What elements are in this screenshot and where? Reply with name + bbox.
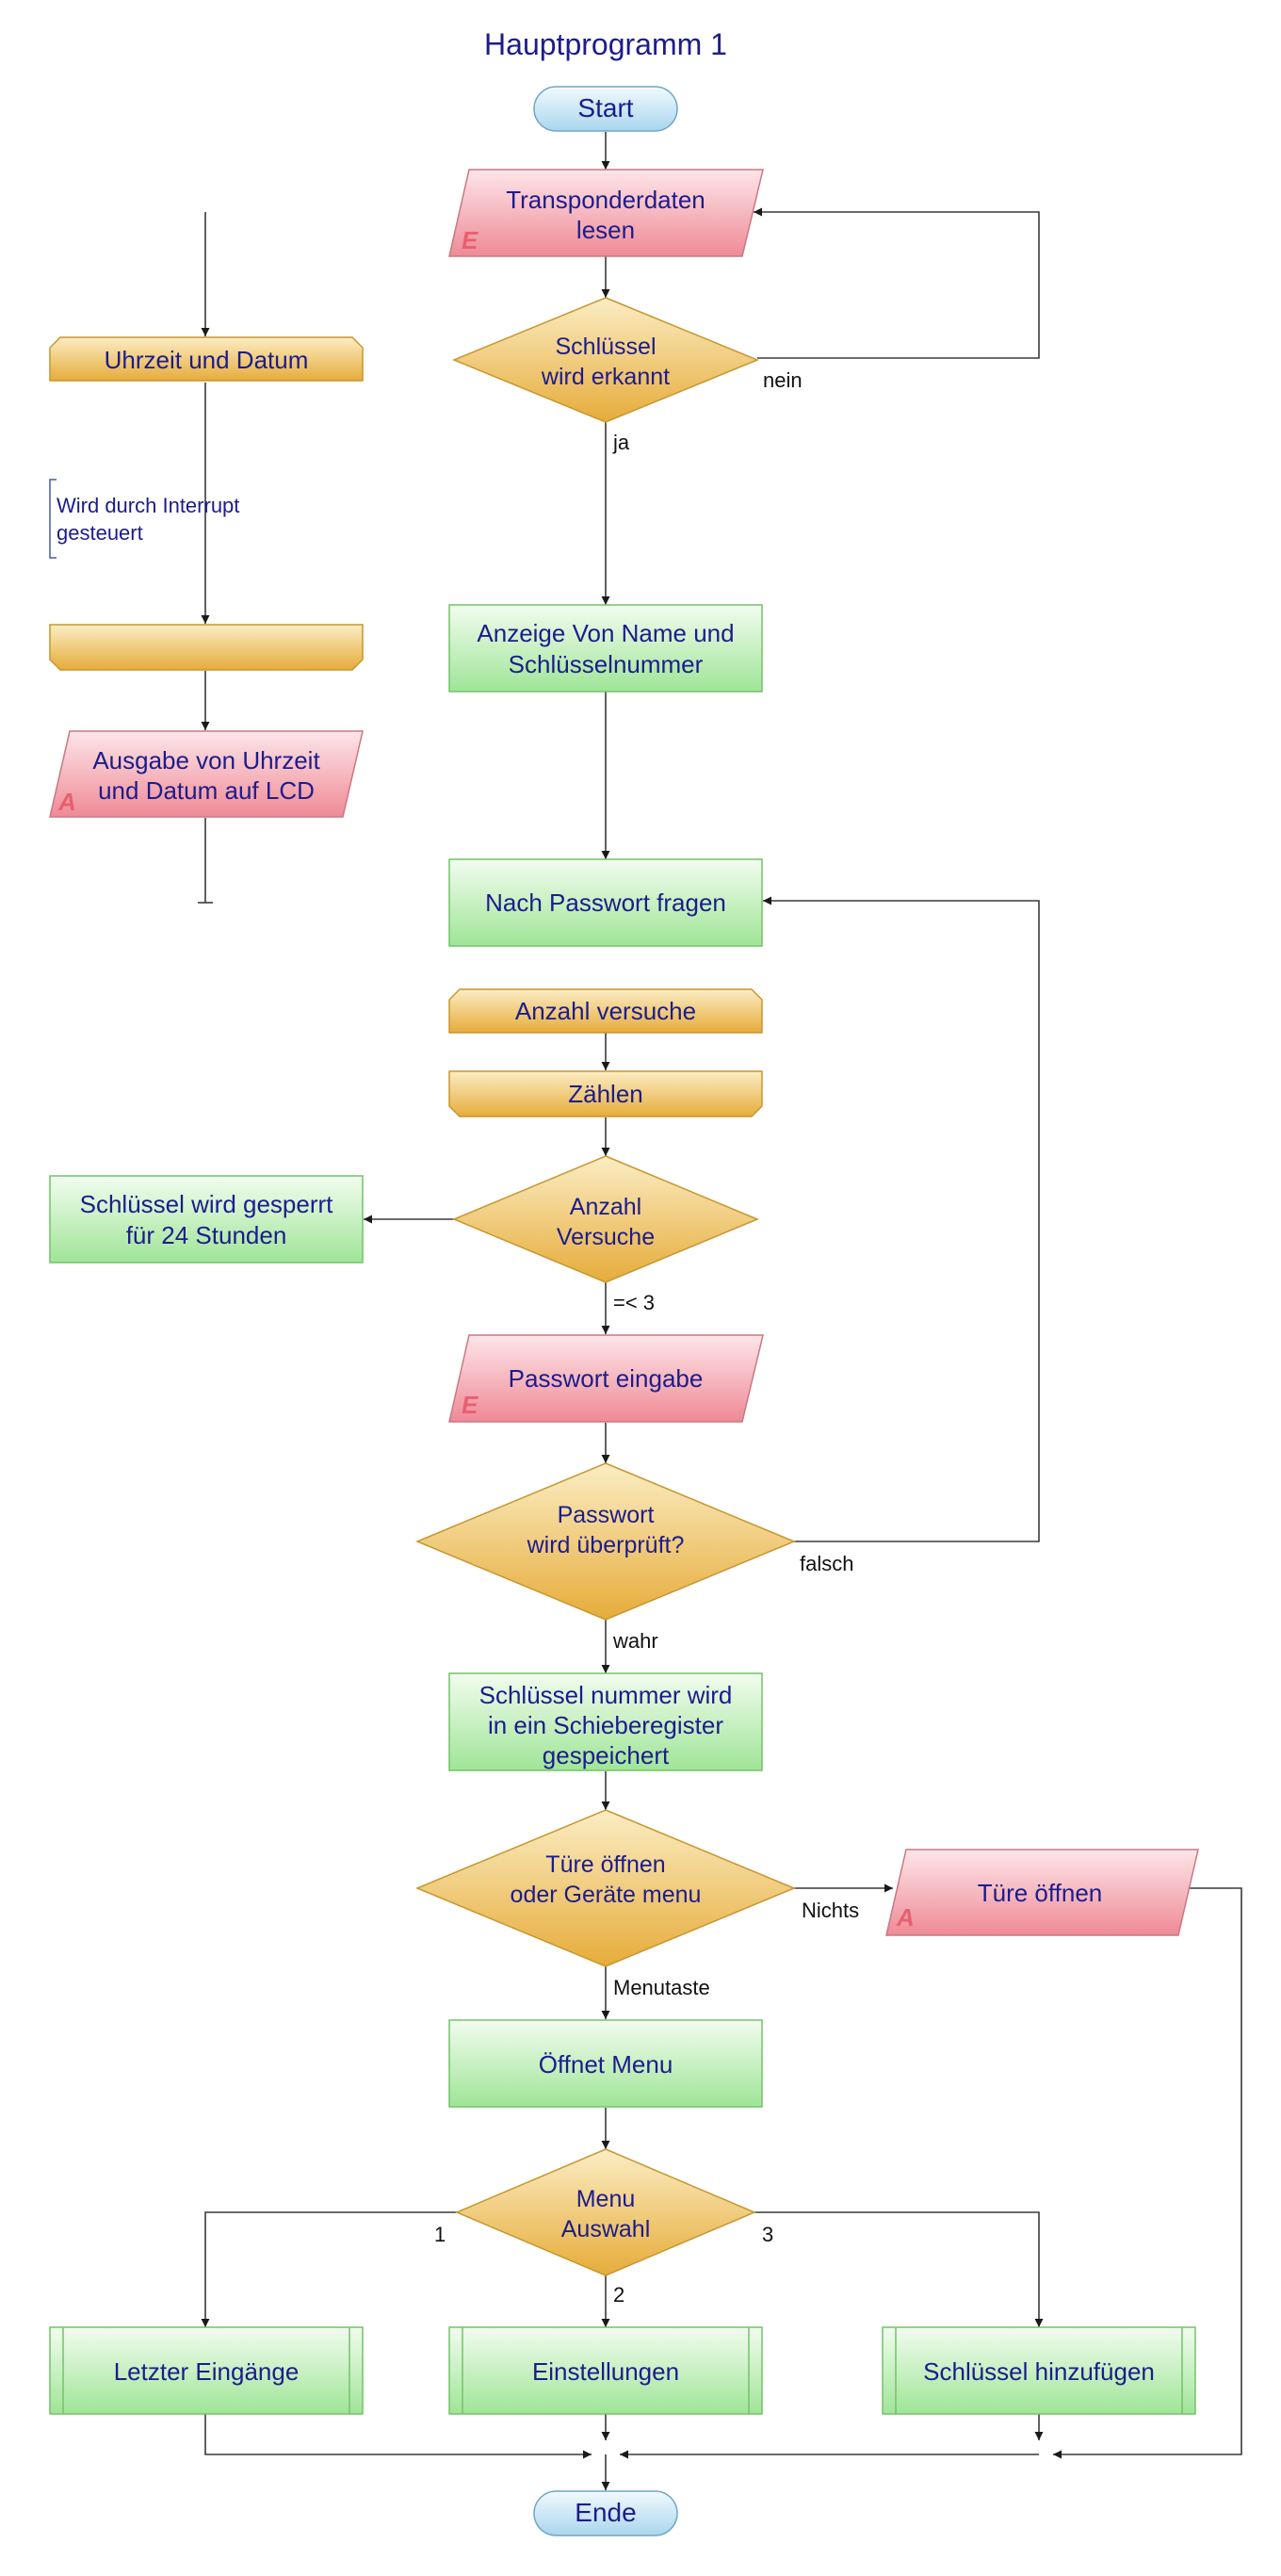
page-title: Hauptprogramm 1 <box>484 27 727 61</box>
edge-label-ja: ja <box>612 431 630 454</box>
show-name-process: Anzeige Von Name und Schlüsselnummer <box>448 604 763 693</box>
start-terminal: Start <box>533 86 678 132</box>
input-marker-e: E <box>462 226 478 254</box>
attempts-decision-line-1: Anzahl <box>570 1194 641 1220</box>
attempts-decision: Anzahl Versuche <box>452 1155 759 1283</box>
key-locked-line-2: für 24 Stunden <box>126 1221 287 1249</box>
open-door-label: Türe öffnen <box>978 1879 1103 1907</box>
edge-choice-3 <box>754 2211 1044 2327</box>
output-marker-a-2: A <box>57 788 76 816</box>
start-label: Start <box>577 93 633 122</box>
lcd-output-line-2: und Datum auf LCD <box>98 776 315 805</box>
edge-label-le3: =< 3 <box>613 1291 655 1314</box>
connectors <box>198 132 1242 2490</box>
edge-label-nichts: Nichts <box>802 1899 859 1922</box>
store-key-line-2: in ein Schieberegister <box>488 1711 723 1739</box>
show-name-line-1: Anzeige Von Name und <box>477 619 734 647</box>
count-loop-end: Zählen <box>448 1070 763 1117</box>
settings-subprocess: Einstellungen <box>448 2326 763 2415</box>
edge-label-nein: nein <box>763 368 803 392</box>
open-door-output: Türe öffnen A <box>885 1849 1199 1936</box>
door-or-menu-decision: Türe öffnen oder Geräte menu <box>415 1809 796 1967</box>
end-label: Ende <box>575 2498 636 2527</box>
edge-nein-loop <box>754 207 1040 359</box>
edge-last-entries-merge <box>204 2414 592 2459</box>
edge-label-3: 3 <box>762 2223 773 2246</box>
read-transponder-line-1: Transponderdaten <box>506 186 705 214</box>
edge-labels: nein ja =< 3 falsch wahr Nichts Menutast… <box>434 368 859 2307</box>
add-key-label: Schlüssel hinzufügen <box>923 2357 1155 2386</box>
key-recognized-line-2: wird erkannt <box>541 364 670 390</box>
key-locked-process: Schlüssel wird gesperrt für 24 Stunden <box>49 1175 364 1264</box>
door-or-menu-line-1: Türe öffnen <box>545 1851 665 1878</box>
password-check-line-2: wird überprüft? <box>527 1532 685 1558</box>
interrupt-note-line-2: gesteuert <box>57 521 143 545</box>
lcd-output-line-1: Ausgabe von Uhrzeit <box>92 746 320 774</box>
attempts-loop-start: Anzahl versuche <box>448 988 763 1034</box>
clock-loop-end <box>49 624 364 671</box>
edge-choice-1 <box>201 2211 457 2327</box>
open-menu-label: Öffnet Menu <box>539 2050 673 2079</box>
password-check-line-1: Passwort <box>558 1502 655 1528</box>
menu-choice-line-2: Auswahl <box>561 2216 651 2242</box>
ask-password-label: Nach Passwort fragen <box>485 889 726 917</box>
add-key-subprocess: Schlüssel hinzufügen <box>882 2326 1196 2415</box>
password-check-decision: Passwort wird überprüft? <box>415 1462 796 1621</box>
edge-open-door-to-merge <box>1053 1887 1242 2459</box>
edge-label-falsch: falsch <box>800 1552 853 1575</box>
clock-loop-start: Uhrzeit und Datum <box>49 336 364 382</box>
door-or-menu-line-2: oder Geräte menu <box>511 1882 702 1908</box>
attempts-decision-line-2: Versuche <box>557 1224 655 1250</box>
input-marker-e-2: E <box>462 1391 478 1419</box>
clock-loop-label: Uhrzeit und Datum <box>105 346 309 374</box>
open-menu-process: Öffnet Menu <box>448 2019 763 2108</box>
interrupt-note-line-1: Wird durch Interrupt <box>57 494 239 517</box>
edge-falsch-loop <box>763 896 1040 1542</box>
edge-label-wahr: wahr <box>612 1629 658 1653</box>
key-locked-line-1: Schlüssel wird gesperrt <box>80 1190 334 1218</box>
password-input-label: Passwort eingabe <box>509 1364 704 1393</box>
store-key-line-3: gespeichert <box>543 1741 670 1769</box>
key-recognized-decision: Schlüssel wird erkannt <box>452 297 759 423</box>
menu-choice-decision: Menu Auswahl <box>455 2148 756 2276</box>
edge-label-1: 1 <box>434 2223 446 2246</box>
menu-choice-line-1: Menu <box>576 2186 636 2212</box>
lcd-output-io: Ausgabe von Uhrzeit und Datum auf LCD A <box>49 730 364 818</box>
show-name-line-2: Schlüsselnummer <box>509 650 704 678</box>
last-entries-subprocess: Letzter Eingänge <box>49 2326 364 2415</box>
settings-label: Einstellungen <box>532 2357 679 2386</box>
ask-password-process: Nach Passwort fragen <box>448 858 763 947</box>
edge-label-menutaste: Menutaste <box>613 1976 710 1999</box>
read-transponder-line-2: lesen <box>576 216 635 244</box>
interrupt-annotation: Wird durch Interrupt gesteuert <box>49 479 239 559</box>
end-terminal: Ende <box>533 2490 678 2536</box>
edge-label-2: 2 <box>613 2283 624 2307</box>
store-key-line-1: Schlüssel nummer wird <box>479 1681 733 1709</box>
key-recognized-line-1: Schlüssel <box>556 334 657 360</box>
read-transponder-input: Transponderdaten lesen E <box>448 169 764 257</box>
password-input-io: Passwort eingabe E <box>448 1334 764 1423</box>
last-entries-label: Letzter Eingänge <box>114 2357 300 2386</box>
count-label: Zählen <box>568 1080 643 1108</box>
output-marker-a: A <box>896 1903 915 1932</box>
attempts-loop-label: Anzahl versuche <box>515 997 696 1025</box>
store-key-process: Schlüssel nummer wird in ein Schieberegi… <box>448 1672 763 1771</box>
